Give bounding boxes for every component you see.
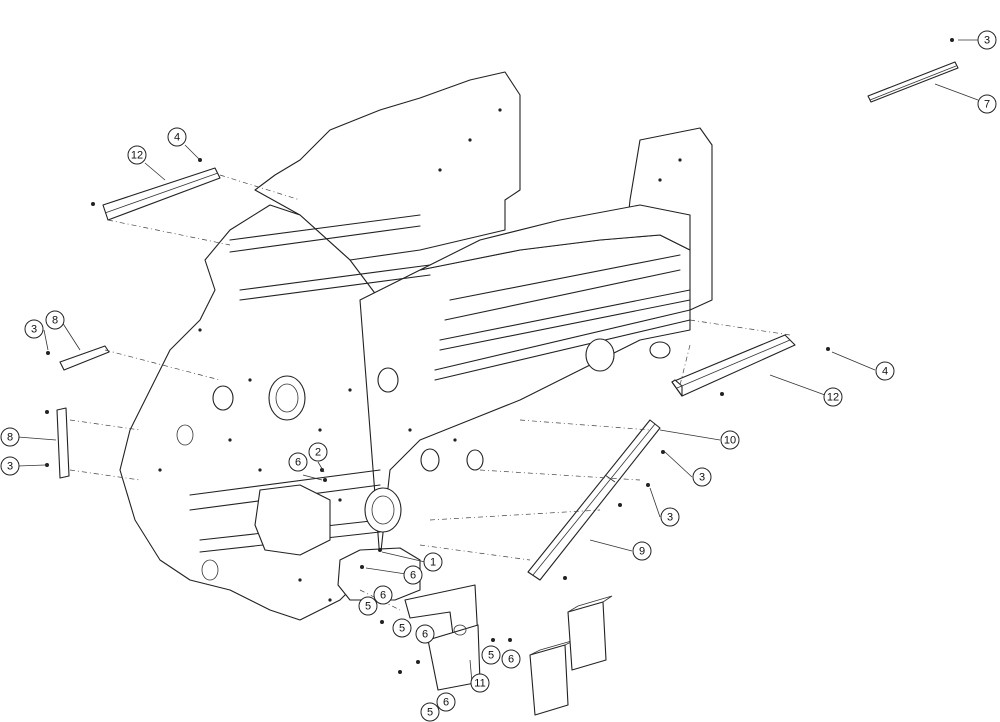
- machine-frame: [119, 71, 713, 621]
- callout-label: 8: [7, 432, 13, 444]
- callout-3: 3: [977, 30, 997, 50]
- callout-label: 4: [174, 132, 180, 144]
- callout-label: 3: [7, 461, 13, 473]
- part-12-rail-upper: [91, 158, 221, 221]
- callout-label: 4: [882, 366, 888, 378]
- callout-label: 10: [724, 435, 736, 447]
- callout-3: 3: [24, 319, 44, 339]
- callout-label: 11: [474, 678, 485, 690]
- callout-6: 6: [415, 624, 435, 644]
- callout-6: 6: [403, 565, 423, 585]
- part-7-rail: [867, 38, 959, 103]
- callout-leaders: [17, 39, 979, 684]
- callout-10: 10: [720, 430, 740, 450]
- callout-5: 5: [358, 596, 378, 616]
- part-8-bracket-vertical: [45, 407, 70, 479]
- callout-3: 3: [0, 456, 20, 476]
- callout-6: 6: [501, 649, 521, 669]
- part-11-bracket: [404, 584, 481, 691]
- callout-label: 6: [443, 697, 449, 709]
- assembly-lines: [69, 174, 791, 611]
- part-8-bracket-upper: [46, 345, 110, 371]
- part-9-channel: [527, 419, 665, 581]
- callout-6: 6: [436, 692, 456, 712]
- callout-label: 3: [984, 35, 990, 47]
- callout-5: 5: [420, 702, 440, 722]
- callout-label: 8: [52, 315, 58, 327]
- callout-label: 5: [427, 707, 433, 719]
- callout-9: 9: [632, 541, 652, 561]
- part-12-rail-right: [671, 334, 830, 397]
- callout-label: 2: [315, 447, 321, 459]
- callout-12: 12: [127, 145, 147, 165]
- callout-5: 5: [481, 645, 501, 665]
- callout-label: 6: [422, 629, 428, 641]
- callout-5: 5: [392, 618, 412, 638]
- callout-12: 12: [823, 387, 843, 407]
- callout-label: 12: [131, 150, 143, 162]
- callout-label: 9: [639, 546, 645, 558]
- callout-8: 8: [0, 427, 20, 447]
- callout-6: 6: [288, 452, 308, 472]
- callout-label: 3: [667, 512, 673, 524]
- guard-blocks: [529, 595, 613, 716]
- callout-label: 5: [488, 650, 494, 662]
- callout-label: 6: [295, 457, 301, 469]
- callout-1: 1: [423, 552, 443, 572]
- callout-7: 7: [977, 94, 997, 114]
- callout-6: 6: [373, 585, 393, 605]
- callout-2: 2: [308, 442, 328, 462]
- callout-label: 3: [31, 324, 37, 336]
- callout-3: 3: [692, 467, 712, 487]
- callout-label: 6: [508, 654, 514, 666]
- callout-4: 4: [875, 361, 895, 381]
- callout-label: 6: [410, 570, 416, 582]
- callout-4: 4: [167, 127, 187, 147]
- callout-label: 12: [827, 392, 839, 404]
- callout-label: 6: [380, 590, 386, 602]
- callout-label: 5: [399, 623, 405, 635]
- callout-label: 3: [699, 472, 705, 484]
- callout-label: 1: [430, 557, 436, 569]
- callout-label: 5: [365, 601, 371, 613]
- callout-8: 8: [45, 310, 65, 330]
- callout-label: 7: [984, 99, 990, 111]
- callout-11: 11: [470, 673, 490, 693]
- callout-3: 3: [660, 507, 680, 527]
